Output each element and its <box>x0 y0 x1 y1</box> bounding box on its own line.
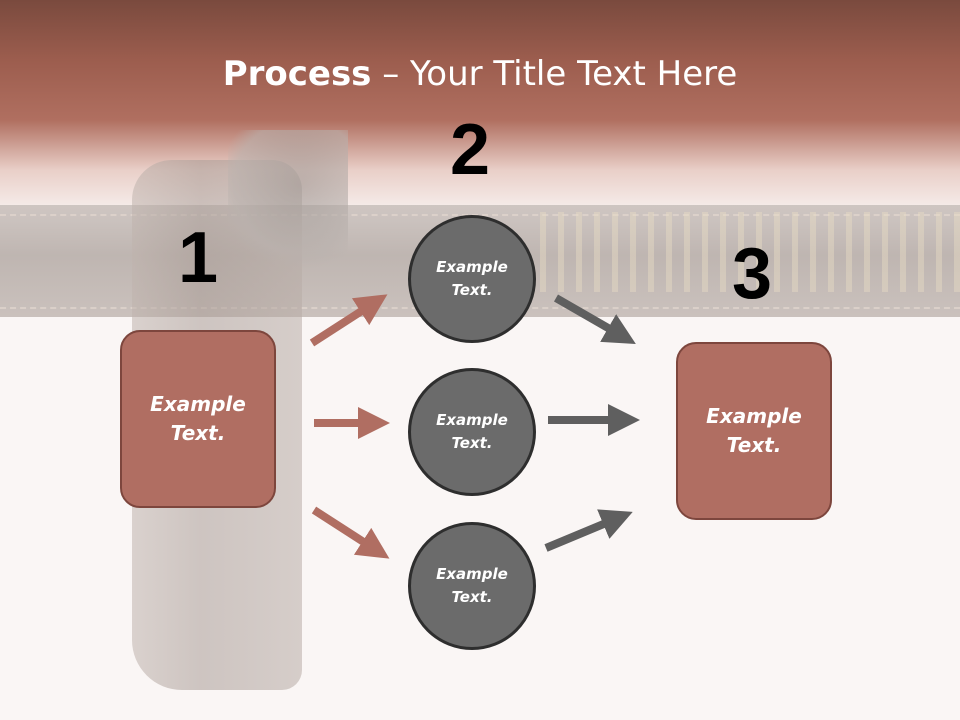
circle-1: Example Text. <box>408 215 536 343</box>
title-rest: – Your Title Text Here <box>371 54 738 94</box>
circle-2-label: Example Text. <box>436 411 508 452</box>
gun-background <box>228 130 348 270</box>
circle-3: Example Text. <box>408 522 536 650</box>
slide-title: Process – Your Title Text Here <box>0 52 960 96</box>
circle-2: Example Text. <box>408 368 536 496</box>
step-number-1: 1 <box>178 218 219 298</box>
left-box: Example Text. <box>120 330 276 508</box>
arrow-from-circle-1 <box>554 294 636 344</box>
left-box-label: Example Text. <box>150 392 246 445</box>
arrow-to-circle-1 <box>309 294 388 347</box>
arrow-from-circle-3 <box>544 509 633 552</box>
right-box: Example Text. <box>676 342 832 520</box>
step-number-3: 3 <box>732 234 773 314</box>
title-bold: Process <box>222 54 372 94</box>
bullets-background <box>540 212 960 292</box>
step-number-2: 2 <box>450 110 491 190</box>
right-box-label: Example Text. <box>706 404 802 457</box>
circle-3-label: Example Text. <box>436 565 508 606</box>
arrow-to-circle-3 <box>311 506 390 559</box>
circle-1-label: Example Text. <box>436 258 508 299</box>
